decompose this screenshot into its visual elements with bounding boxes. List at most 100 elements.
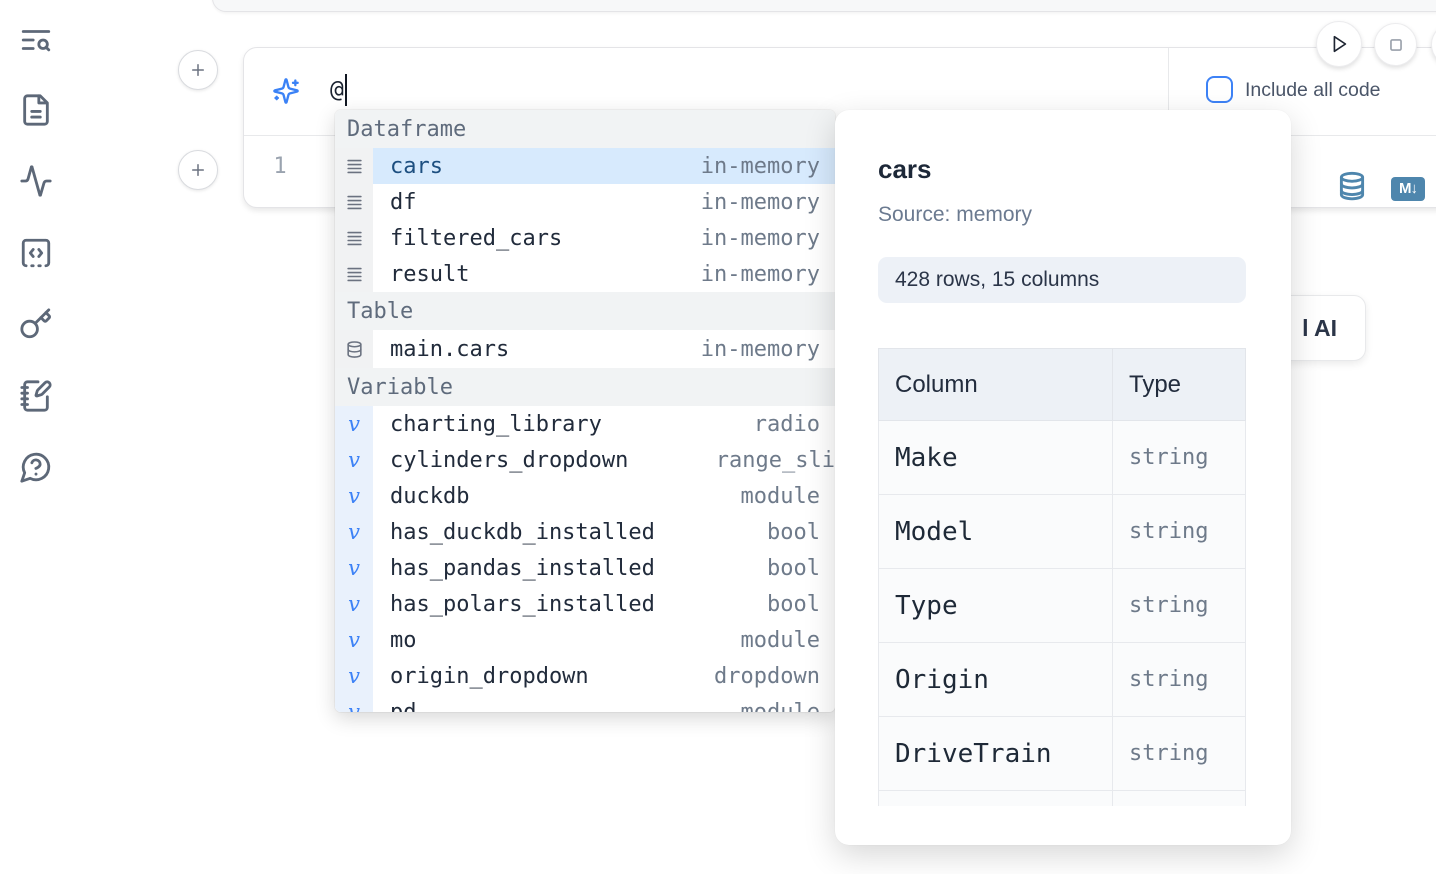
- variable-icon: v: [335, 478, 373, 514]
- schema-header-type: Type: [1112, 348, 1246, 421]
- item-name: df: [390, 189, 417, 215]
- dataframe-preview-card: cars Source: memory 428 rows, 15 columns…: [835, 110, 1291, 845]
- list-search-icon[interactable]: [19, 23, 53, 57]
- item-type: bool: [767, 555, 820, 581]
- item-body: df in-memory: [373, 184, 835, 220]
- stop-square-icon: [1389, 38, 1402, 51]
- help-chat-icon[interactable]: [19, 450, 53, 484]
- item-name: has_duckdb_installed: [390, 519, 655, 545]
- key-icon[interactable]: [19, 307, 53, 341]
- column-name-cell: DriveTrain: [878, 716, 1113, 791]
- item-type: module: [740, 699, 820, 713]
- file-text-icon[interactable]: [19, 93, 53, 127]
- variable-icon: v: [335, 694, 373, 712]
- autocomplete-item-df[interactable]: df in-memory: [335, 184, 835, 220]
- rows-icon: [335, 184, 373, 220]
- item-name: result: [390, 261, 470, 287]
- variable-icon: v: [335, 406, 373, 442]
- autocomplete-section-variable: Variable: [335, 368, 835, 406]
- item-name: mo: [390, 627, 417, 653]
- autocomplete-section-dataframe: Dataframe: [335, 110, 835, 148]
- include-all-code-checkbox[interactable]: [1206, 76, 1233, 103]
- variable-icon: v: [335, 622, 373, 658]
- rows-icon: [335, 256, 373, 292]
- item-name: has_polars_installed: [390, 591, 655, 617]
- preview-shape-badge: 428 rows, 15 columns: [878, 257, 1246, 303]
- item-type: module: [740, 483, 820, 509]
- preview-title: cars: [878, 154, 932, 184]
- activity-icon[interactable]: [19, 164, 53, 198]
- column-name-cell: Model: [878, 494, 1113, 569]
- schema-row: [878, 790, 1246, 806]
- column-type-cell: string: [1112, 642, 1246, 717]
- item-body: duckdb module: [373, 478, 835, 514]
- column-name-cell: [878, 790, 1113, 806]
- item-name: origin_dropdown: [390, 663, 589, 689]
- add-cell-above-button[interactable]: [178, 50, 218, 90]
- line-number: 1: [273, 154, 287, 179]
- variable-icon: v: [335, 442, 373, 478]
- item-name: cylinders_dropdown: [390, 447, 629, 473]
- autocomplete-item-cylinders_dropdown[interactable]: v cylinders_dropdown range_sli: [335, 442, 835, 478]
- notebook-pen-icon[interactable]: [19, 379, 53, 413]
- sparkles-icon: [272, 77, 300, 105]
- item-type: in-memory: [700, 225, 820, 251]
- column-type-cell: string: [1112, 420, 1246, 495]
- add-cell-below-button[interactable]: [178, 150, 218, 190]
- code-editor-row[interactable]: 1 M↓: [244, 136, 1436, 207]
- prompt-value: @: [330, 77, 344, 103]
- run-cell-button[interactable]: [1316, 21, 1362, 67]
- item-body: filtered_cars in-memory: [373, 220, 835, 256]
- item-name: cars: [390, 153, 443, 179]
- play-icon: [1333, 35, 1347, 53]
- plus-icon: [192, 164, 204, 176]
- ai-prompt-input[interactable]: @: [330, 74, 347, 106]
- previous-cell-edge: [212, 0, 1436, 12]
- item-body: mo module: [373, 622, 835, 658]
- variable-icon: v: [335, 586, 373, 622]
- stop-button[interactable]: [1374, 23, 1417, 66]
- item-type: radio: [753, 411, 820, 437]
- item-name: duckdb: [390, 483, 470, 509]
- item-type: range_sli: [715, 447, 835, 473]
- schema-header-column: Column: [878, 348, 1113, 421]
- autocomplete-item-has_duckdb_installed[interactable]: v has_duckdb_installed bool: [335, 514, 835, 550]
- autocomplete-item-filtered_cars[interactable]: filtered_cars in-memory: [335, 220, 835, 256]
- item-body: cylinders_dropdown range_sli: [373, 442, 835, 478]
- preview-source: Source: memory: [878, 203, 1033, 226]
- item-type: module: [740, 627, 820, 653]
- plus-icon: [192, 64, 204, 76]
- item-type: bool: [767, 519, 820, 545]
- database-icon[interactable]: [1337, 170, 1367, 202]
- code-snippet-icon[interactable]: [19, 236, 53, 270]
- variable-icon: v: [335, 514, 373, 550]
- rows-icon: [335, 220, 373, 256]
- column-name-cell: Origin: [878, 642, 1113, 717]
- column-type-cell: string: [1112, 716, 1246, 791]
- item-name: filtered_cars: [390, 225, 563, 251]
- include-all-code-label: Include all code: [1245, 79, 1381, 101]
- markdown-export-icon[interactable]: M↓: [1391, 177, 1425, 201]
- item-type: in-memory: [700, 189, 820, 215]
- item-body: has_duckdb_installed bool: [373, 514, 835, 550]
